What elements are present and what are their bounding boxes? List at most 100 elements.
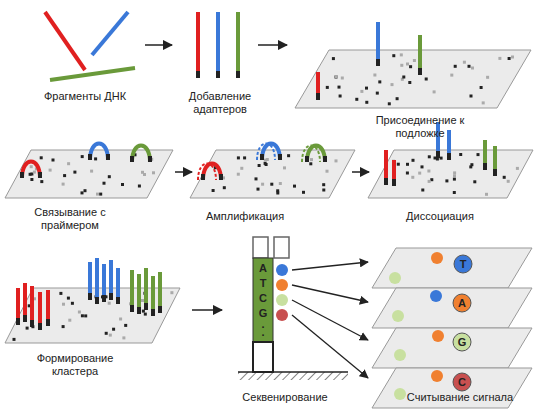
flow-cell-surface [372, 328, 532, 368]
surface-oligo [67, 297, 70, 300]
primer-bridge [302, 146, 320, 163]
step-caption: Диссоциация [390, 210, 490, 223]
surface-oligo [322, 189, 325, 192]
surface-oligo [119, 318, 122, 321]
step-caption: Амплификация [195, 210, 295, 223]
surface-oligo [341, 77, 344, 80]
dna-strand [46, 290, 50, 319]
adapter-end [260, 154, 264, 160]
adapter-end [23, 315, 27, 322]
surface-oligo [257, 188, 260, 191]
surface-oligo [71, 302, 74, 305]
circle-letter: G [453, 333, 471, 351]
surface-oligo [96, 193, 99, 196]
nucleotide-dot [276, 294, 288, 306]
surface-oligo [81, 191, 84, 194]
adapter-end [102, 295, 106, 302]
surface-oligo [121, 183, 124, 186]
nucleotide-dot [276, 279, 288, 291]
surface-oligo [223, 186, 226, 189]
surface-oligo [402, 76, 405, 79]
surface-oligo [498, 57, 501, 60]
dna-strand [493, 146, 497, 169]
signal-spot [392, 310, 404, 322]
flow-arrow [145, 44, 172, 46]
adapter-end [196, 71, 200, 78]
surface-group [5, 50, 533, 343]
primer-bridge [90, 144, 108, 161]
circle-letter: A [453, 294, 471, 312]
adapter-end [116, 297, 120, 304]
signal-spot [394, 388, 406, 400]
step-caption: Связывание с праймером [15, 206, 125, 232]
surface-hatch [238, 372, 348, 380]
surface-oligo [427, 170, 430, 173]
surface-oligo [480, 86, 483, 89]
surface-oligo [78, 311, 81, 314]
surface-oligo [62, 303, 65, 306]
dna-strand [144, 268, 148, 303]
surface-oligo [270, 183, 273, 186]
surface-oligo [453, 178, 456, 181]
dna-strand [216, 12, 220, 71]
flow-arrow [175, 171, 192, 173]
adapter-block [253, 342, 273, 372]
adapter-end [130, 305, 134, 312]
signal-spot-highlight [453, 333, 471, 351]
nucleotide-dot [276, 309, 288, 321]
dna-strand [418, 35, 422, 68]
surface-oligo [365, 87, 368, 90]
signal-spot [431, 370, 443, 382]
dna-strand [95, 258, 99, 297]
surface-oligo [365, 101, 368, 104]
surface-oligo [508, 57, 511, 60]
dna-strand [109, 260, 113, 293]
signal-spot [389, 272, 401, 284]
surface-oligo [413, 59, 416, 62]
adapter-end [151, 309, 155, 316]
adapter-end [305, 156, 309, 162]
surface-oligo [108, 302, 111, 305]
surface-oligo [376, 92, 379, 95]
surface-oligo [373, 74, 376, 77]
surface-oligo [240, 167, 243, 170]
signal-spot [430, 290, 442, 302]
surface-oligo [411, 176, 414, 179]
dna-strand [447, 130, 451, 153]
base-letter: C [253, 292, 273, 305]
adapter-end [493, 169, 497, 176]
surface-oligo [90, 170, 93, 173]
surface-oligo [428, 180, 431, 183]
surface-oligo [511, 56, 514, 59]
surface-oligo [103, 182, 106, 185]
adapter-end [109, 293, 113, 300]
signal-spot-highlight [453, 373, 471, 391]
circle-letter: T [454, 255, 472, 273]
surface-oligo [503, 176, 506, 179]
dna-strand [158, 272, 162, 306]
surface-oligo [49, 169, 52, 172]
surface-oligo [94, 157, 97, 160]
step-caption: Присоединение к подложке [362, 114, 478, 140]
surface-oligo [141, 171, 144, 174]
surface-oligo [279, 182, 282, 185]
surface-oligo [425, 78, 428, 81]
primer-bridge [22, 162, 40, 179]
flow-cell-surface [372, 248, 532, 288]
surface-oligo [335, 159, 338, 162]
primer-bridge [257, 144, 275, 161]
adapter-end [38, 172, 42, 178]
surface-oligo [62, 325, 65, 328]
signal-arrow [292, 315, 368, 378]
surface-oligo [408, 81, 411, 84]
signal-arrow [292, 262, 368, 270]
flow-cell-surface [372, 368, 532, 408]
surface-oligo [388, 102, 391, 105]
surface-oligo [59, 292, 62, 295]
surface-oligo [33, 171, 36, 174]
surface-oligo [237, 173, 240, 176]
surface-oligo [67, 162, 70, 165]
surface-oligo [412, 159, 415, 162]
surface-oligo [430, 178, 433, 181]
signal-spot [431, 252, 443, 264]
